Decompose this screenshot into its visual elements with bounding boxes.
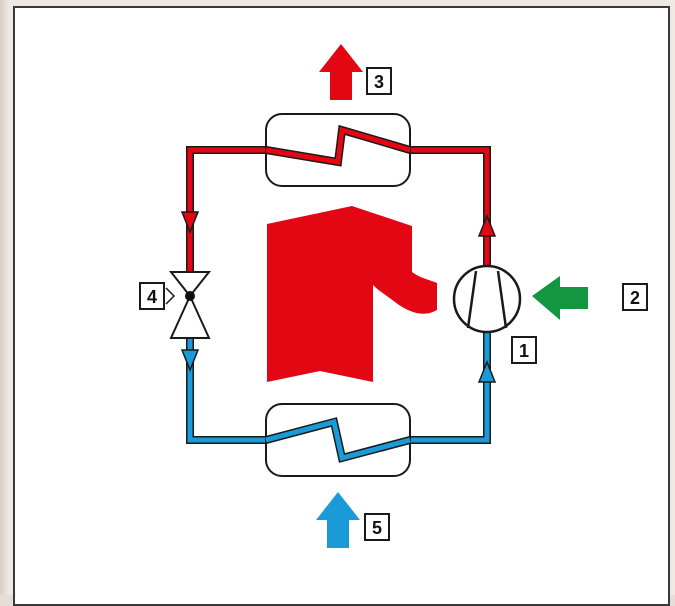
svg-text:4: 4 [147,287,157,307]
flow-arrow-down-red [180,211,200,235]
svg-text:1: 1 [519,341,529,361]
flow-arrow-down-blue [180,349,200,373]
svg-text:3: 3 [374,72,384,92]
flow-arrow-up-blue [477,359,497,383]
hot-line-right [410,146,491,268]
label-1: 1 [511,336,537,364]
cold-line-left [186,338,266,444]
hot-line-left [186,146,266,272]
svg-text:5: 5 [372,518,382,538]
svg-text:2: 2 [630,288,640,308]
house-shape [267,206,437,382]
energy-input-arrow-icon [532,276,588,320]
heat-input-arrow-icon [316,492,360,548]
cold-line-right [410,330,491,444]
heat-output-arrow-icon [319,44,363,100]
label-5: 5 [364,513,390,541]
label-3: 3 [366,67,392,95]
flow-arrow-up-red [477,213,497,237]
compressor-icon [452,264,522,334]
label-2: 2 [622,283,648,311]
label-4: 4 [139,282,176,310]
expansion-valve-icon [168,271,212,339]
